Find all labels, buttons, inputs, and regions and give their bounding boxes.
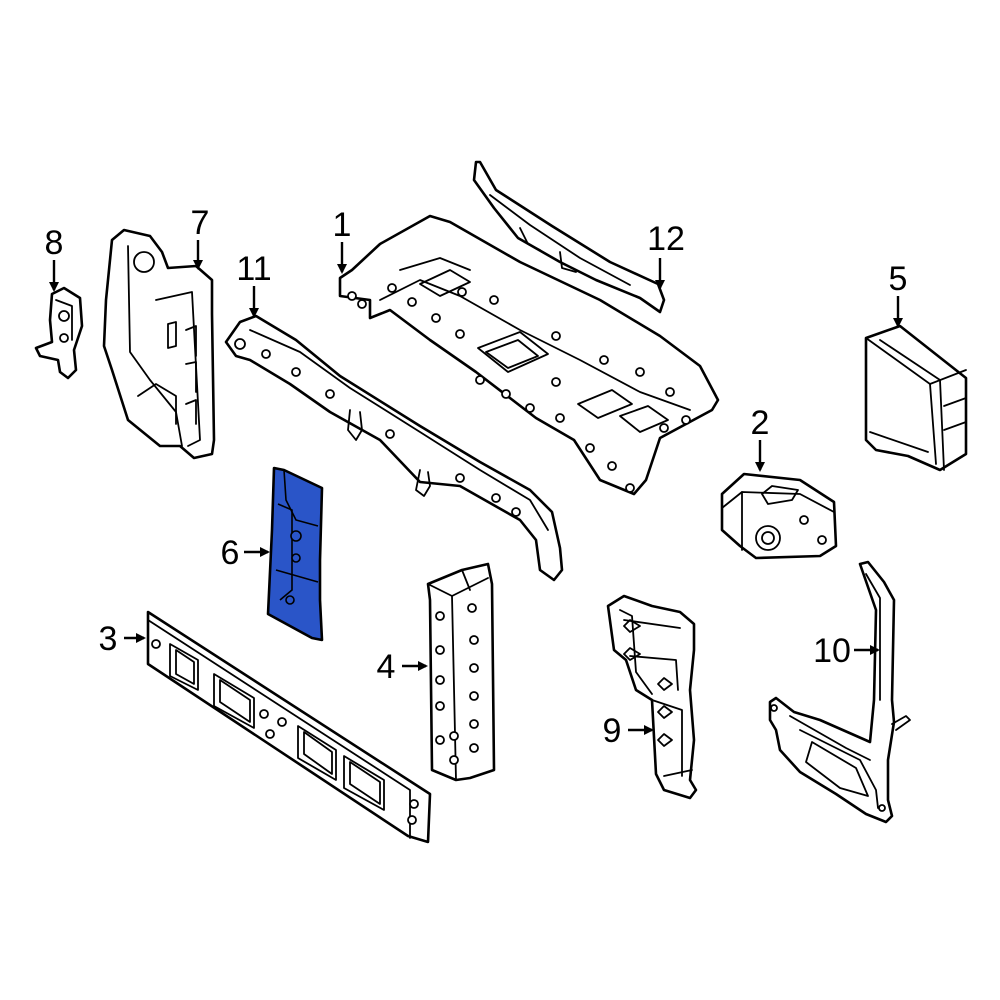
callout-7[interactable]: 7 [191,204,210,242]
part-7-side-deflector[interactable] [102,228,216,460]
part-9-side-bracket[interactable] [606,594,698,800]
part-10-lower-bracket[interactable] [768,560,911,824]
callout-5[interactable]: 5 [889,260,908,298]
callout-6[interactable]: 6 [221,534,240,572]
callout-11[interactable]: 11 [236,250,271,288]
callout-1[interactable]: 1 [333,206,352,244]
part-11-tie-bar[interactable] [224,314,564,582]
part-6-support-highlighted[interactable] [266,466,324,642]
part-5-module[interactable] [864,324,968,472]
part-12-brace[interactable] [472,160,666,314]
callout-8[interactable]: 8 [45,224,64,262]
callout-4[interactable]: 4 [377,648,396,686]
callout-9[interactable]: 9 [603,712,622,750]
callout-2[interactable]: 2 [751,404,770,442]
part-3-lower-crossmember[interactable] [146,610,432,844]
part-1-holes [347,283,691,493]
leaders [49,240,903,735]
callout-labels: 1 2 3 4 5 6 7 8 9 10 11 12 [45,204,908,750]
part-4-vertical-support[interactable] [426,562,496,782]
part-2-sensor[interactable] [720,472,838,560]
callout-3[interactable]: 3 [99,620,118,658]
part-1-upper-panel[interactable] [338,214,720,496]
callout-12[interactable]: 12 [647,220,685,258]
part-8-bracket[interactable] [34,286,84,380]
callout-10[interactable]: 10 [813,632,851,670]
